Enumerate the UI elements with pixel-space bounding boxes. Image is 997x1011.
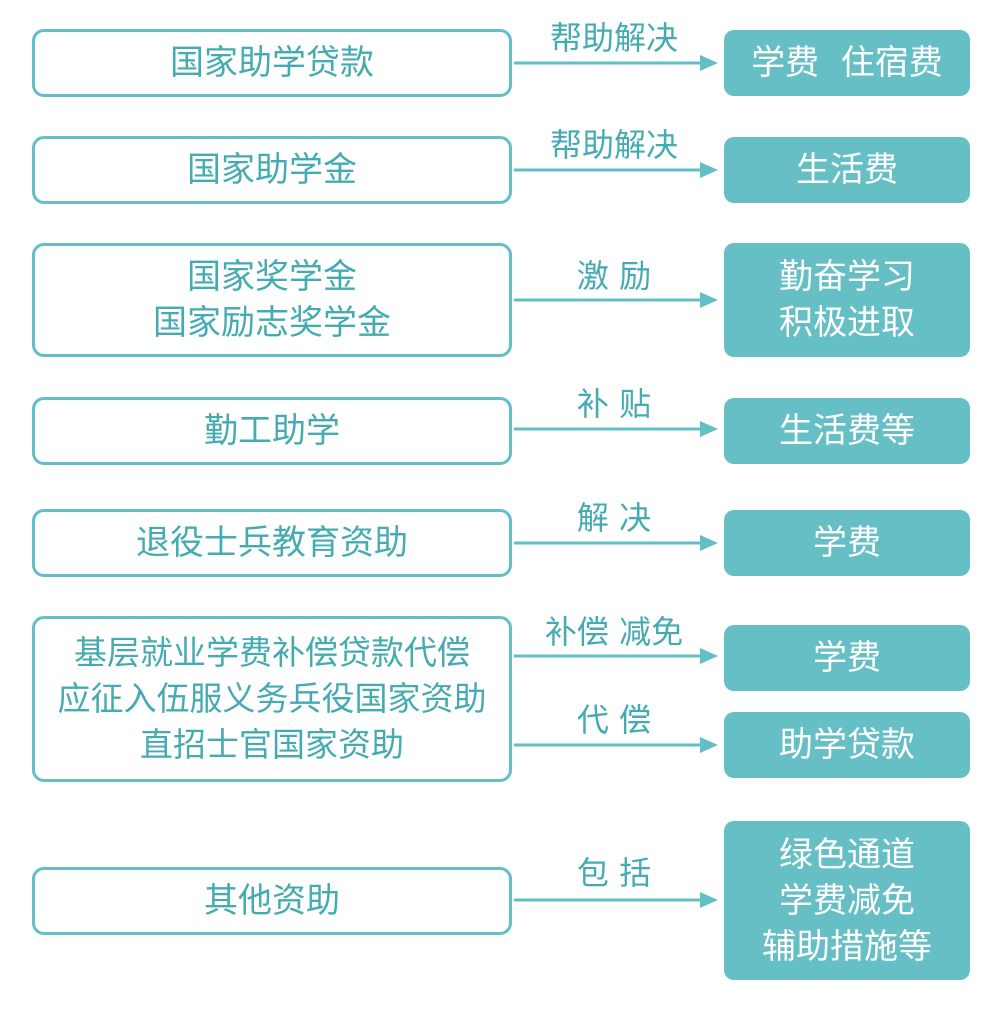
source-label: 勤工助学 — [204, 411, 340, 451]
arrow-connector — [514, 162, 718, 178]
link-label: 解 决 — [576, 499, 652, 537]
target-label: 勤奋学习 — [779, 257, 915, 297]
target-box-tuition-accommodation: 学费 住宿费 — [724, 30, 970, 96]
target-label: 绿色通道 — [779, 834, 915, 875]
source-label: 直招士官国家资助 — [140, 725, 404, 764]
target-label: 学费 — [813, 523, 881, 563]
source-label: 基层就业学费补偿贷款代偿 — [74, 633, 470, 672]
link-label: 激 励 — [576, 257, 652, 295]
arrow-connector — [514, 292, 718, 308]
source-label: 国家助学贷款 — [170, 43, 374, 83]
target-label: 生活费等 — [779, 411, 915, 451]
source-label: 退役士兵教育资助 — [136, 523, 408, 563]
target-label: 辅助措施等 — [762, 926, 932, 967]
target-box-student-loan: 助学贷款 — [724, 712, 970, 778]
source-label: 国家励志奖学金 — [153, 303, 391, 343]
source-label: 国家奖学金 — [187, 257, 357, 297]
link-label: 帮助解决 — [549, 126, 678, 164]
arrow-connector — [514, 535, 718, 551]
arrow-connector — [514, 892, 718, 908]
target-box-motivation: 勤奋学习 积极进取 — [724, 243, 970, 357]
target-box-living-expenses-etc: 生活费等 — [724, 398, 970, 464]
arrow-connector — [514, 648, 718, 664]
target-label: 积极进取 — [779, 303, 915, 343]
source-label: 其他资助 — [204, 881, 340, 921]
source-label: 应征入伍服义务兵役国家资助 — [57, 679, 487, 718]
link-label: 补偿 减免 — [544, 613, 684, 651]
source-box-national-student-loan: 国家助学贷款 — [32, 29, 512, 97]
target-box-tuition: 学费 — [724, 510, 970, 576]
target-label: 学费 — [813, 638, 881, 678]
link-label: 代 偿 — [576, 701, 652, 739]
target-label: 学费 住宿费 — [751, 43, 943, 83]
source-label: 国家助学金 — [187, 150, 357, 190]
link-label: 包 括 — [576, 854, 652, 892]
target-box-living-expenses: 生活费 — [724, 137, 970, 203]
target-box-tuition: 学费 — [724, 625, 970, 691]
source-box-scholarships: 国家奖学金 国家励志奖学金 — [32, 243, 512, 357]
target-box-green-channel-measures: 绿色通道 学费减免 辅助措施等 — [724, 821, 970, 980]
arrow-connector — [514, 421, 718, 437]
arrow-connector — [514, 55, 718, 71]
target-label: 助学贷款 — [779, 725, 915, 765]
source-box-veteran-education-aid: 退役士兵教育资助 — [32, 509, 512, 577]
source-box-other-aid: 其他资助 — [32, 867, 512, 935]
source-box-work-study: 勤工助学 — [32, 397, 512, 465]
arrow-connector — [514, 737, 718, 753]
source-box-national-grant: 国家助学金 — [32, 136, 512, 204]
target-label: 学费减免 — [779, 880, 915, 921]
link-label: 帮助解决 — [549, 19, 678, 57]
target-label: 生活费 — [796, 150, 898, 190]
source-box-grassroots-military-aid: 基层就业学费补偿贷款代偿 应征入伍服义务兵役国家资助 直招士官国家资助 — [32, 616, 512, 782]
link-label: 补 贴 — [576, 385, 652, 423]
